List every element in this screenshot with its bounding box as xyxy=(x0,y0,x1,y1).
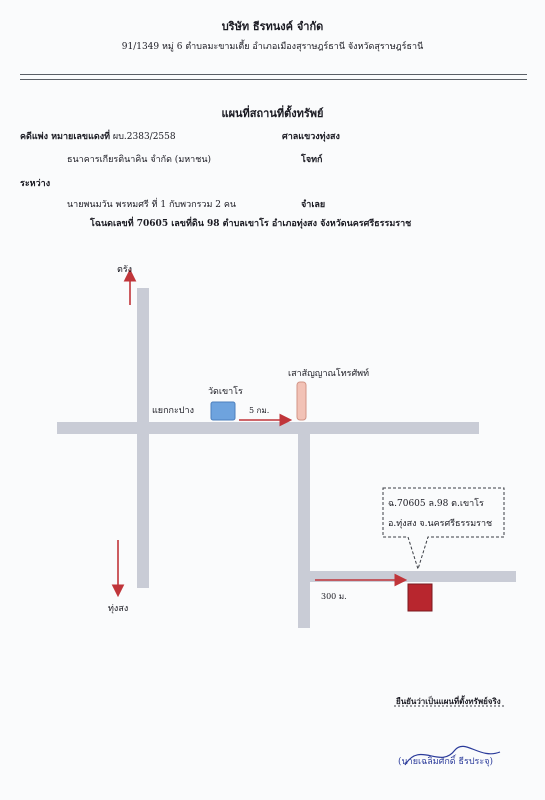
signature-stroke xyxy=(404,745,501,766)
north-destination-label: ตรัง xyxy=(117,265,133,275)
case-label: คดีแพ่ง หมายเลขแดงที่ ผบ.2383/2558 xyxy=(20,129,176,143)
property-marker xyxy=(407,583,433,612)
property-callout xyxy=(382,487,505,571)
signer-name: (นายเฉลิมศักดิ์ ธีรประจุ) xyxy=(398,757,494,767)
certification-text: ยืนยันว่าเป็นแผนที่ตั้งทรัพย์จริง xyxy=(396,696,501,706)
main-road-vertical xyxy=(137,288,149,588)
between-label: ระหว่าง xyxy=(20,179,51,189)
callout-deed-line: ฉ.70605 ล.98 ต.เขาโร xyxy=(388,499,484,509)
south-destination-label: ทุ่งสง xyxy=(108,604,129,614)
main-road-horizontal xyxy=(57,422,479,434)
case-type-label: คดีแพ่ง หมายเลขแดงที่ xyxy=(20,132,111,142)
branch-road-vertical xyxy=(298,432,310,628)
defendant-name: นายพนมวัน พรหมศรี ที่ 1 กับพวกรวม 2 คน xyxy=(67,200,237,210)
deed-line: โฉนดเลขที่ 70605 เลขที่ดิน 98 ตำบลเขาโร … xyxy=(90,219,412,229)
plaintiff-name: ธนาคารเกียรตินาคิน จำกัด (มหาชน) xyxy=(67,155,212,165)
callout-location-line: อ.ทุ่งสง จ.นครศรีธรรมราช xyxy=(388,519,493,529)
temple-label: วัดเขาโร xyxy=(208,387,243,397)
company-address: 91/1349 หมู่ 6 ตำบลมะขามเตี้ย อำเภอเมือง… xyxy=(121,42,424,52)
junction-label: แยกกะปาง xyxy=(152,406,194,416)
distance-5km-label: 5 กม. xyxy=(249,406,270,415)
header-rule-bottom xyxy=(20,79,527,80)
temple-marker xyxy=(210,401,236,421)
distance-300m-label: 300 ม. xyxy=(321,592,347,601)
phone-tower-label: เสาสัญญาณโทรศัพท์ xyxy=(288,369,370,379)
plaintiff-role: โจทก์ xyxy=(301,155,323,165)
header-rule-top xyxy=(20,74,527,75)
defendant-role: จำเลย xyxy=(301,200,326,210)
document-title: แผนที่สถานที่ตั้งทรัพย์ xyxy=(221,107,324,120)
court-name: ศาลแขวงทุ่งสง xyxy=(282,132,340,142)
case-number: ผบ.2383/2558 xyxy=(112,132,176,142)
phone-tower-marker xyxy=(296,381,307,421)
company-name: บริษัท ธีรทนงค์ จำกัด xyxy=(221,20,324,33)
property-road xyxy=(308,571,516,582)
